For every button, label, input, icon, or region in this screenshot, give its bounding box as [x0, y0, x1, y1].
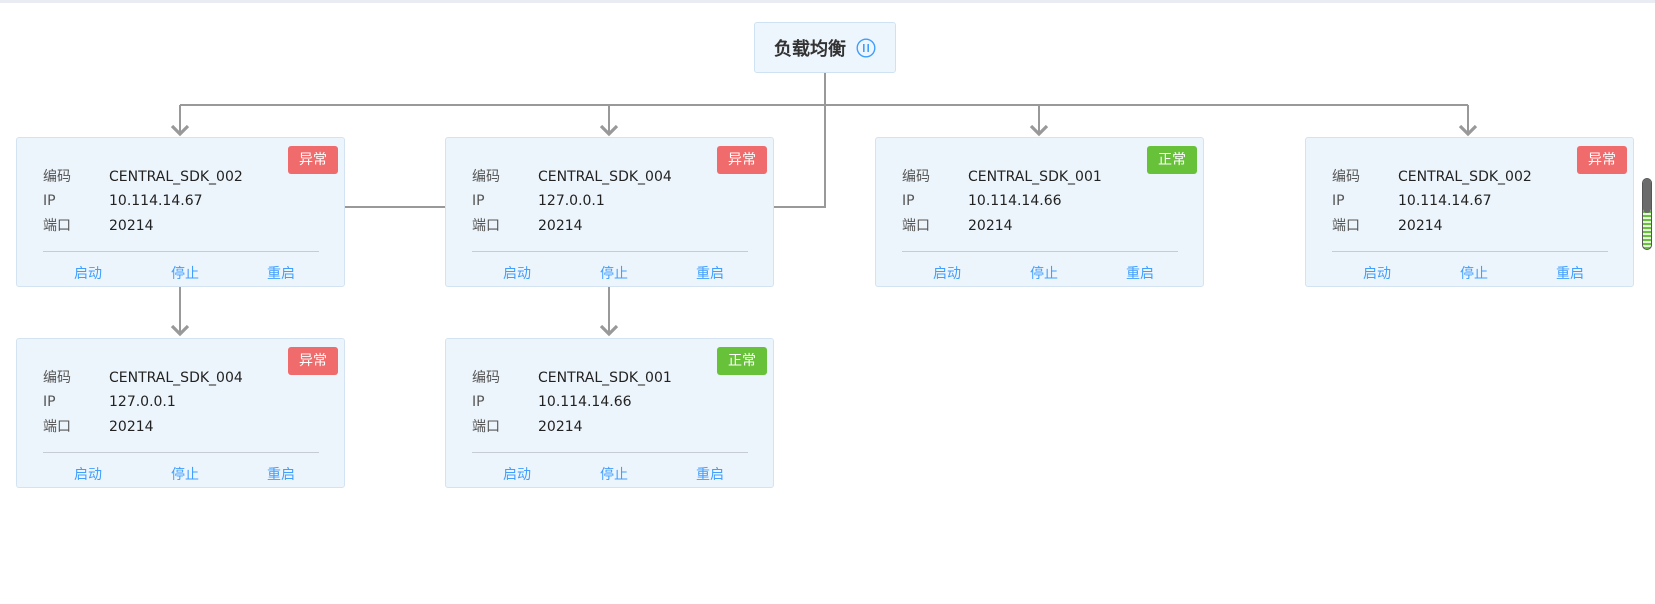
- divider: [43, 251, 319, 252]
- stop-button[interactable]: 停止: [171, 266, 199, 282]
- load-balancer-root-node: 负载均衡: [754, 22, 896, 73]
- status-badge: 异常: [288, 347, 338, 375]
- port-value: 20214: [109, 419, 154, 435]
- stop-button[interactable]: 停止: [171, 467, 199, 483]
- divider: [902, 251, 1178, 252]
- ip-label: IP: [1332, 193, 1345, 209]
- status-badge: 正常: [1147, 146, 1197, 174]
- server-node-card: 正常 编码 CENTRAL_SDK_001 IP 10.114.14.66 端口 20…: [875, 137, 1204, 287]
- restart-button[interactable]: 重启: [696, 467, 724, 483]
- port-value: 20214: [538, 419, 583, 435]
- code-value: CENTRAL_SDK_001: [968, 169, 1102, 185]
- start-button[interactable]: 启动: [1363, 266, 1391, 282]
- restart-button[interactable]: 重启: [1126, 266, 1154, 282]
- root-title: 负载均衡: [774, 38, 846, 60]
- server-node-card: 正常 编码 CENTRAL_SDK_001 IP 10.114.14.66 端口 20…: [445, 338, 774, 488]
- restart-button[interactable]: 重启: [1556, 266, 1584, 282]
- pause-icon[interactable]: [856, 37, 876, 58]
- code-value: CENTRAL_SDK_002: [1398, 169, 1532, 185]
- code-label: 编码: [472, 169, 500, 185]
- divider: [472, 251, 748, 252]
- port-value: 20214: [968, 218, 1013, 234]
- stop-button[interactable]: 停止: [600, 266, 628, 282]
- port-value: 20214: [109, 218, 154, 234]
- port-value: 20214: [538, 218, 583, 234]
- status-badge: 正常: [717, 347, 767, 375]
- code-value: CENTRAL_SDK_004: [109, 370, 243, 386]
- top-border: [0, 0, 1655, 3]
- scrollbar-thumb[interactable]: [1643, 179, 1651, 213]
- start-button[interactable]: 启动: [74, 266, 102, 282]
- divider: [472, 452, 748, 453]
- stop-button[interactable]: 停止: [1030, 266, 1058, 282]
- ip-value: 10.114.14.67: [1398, 193, 1492, 209]
- restart-button[interactable]: 重启: [696, 266, 724, 282]
- ip-label: IP: [43, 394, 56, 410]
- restart-button[interactable]: 重启: [267, 266, 295, 282]
- code-value: CENTRAL_SDK_001: [538, 370, 672, 386]
- divider: [43, 452, 319, 453]
- code-label: 编码: [43, 370, 71, 386]
- server-node-card: 异常 编码 CENTRAL_SDK_004 IP 127.0.0.1 端口 20214…: [16, 338, 345, 488]
- restart-button[interactable]: 重启: [267, 467, 295, 483]
- stop-button[interactable]: 停止: [1460, 266, 1488, 282]
- code-label: 编码: [472, 370, 500, 386]
- code-label: 编码: [43, 169, 71, 185]
- port-label: 端口: [902, 218, 930, 234]
- port-label: 端口: [43, 218, 71, 234]
- status-badge: 异常: [288, 146, 338, 174]
- code-label: 编码: [902, 169, 930, 185]
- server-node-card: 异常 编码 CENTRAL_SDK_002 IP 10.114.14.67 端口 20…: [1305, 137, 1634, 287]
- port-label: 端口: [472, 218, 500, 234]
- port-label: 端口: [43, 419, 71, 435]
- divider: [1332, 251, 1608, 252]
- port-label: 端口: [1332, 218, 1360, 234]
- ip-value: 127.0.0.1: [109, 394, 176, 410]
- vertical-scrollbar[interactable]: [1642, 178, 1652, 250]
- ip-label: IP: [43, 193, 56, 209]
- start-button[interactable]: 启动: [933, 266, 961, 282]
- port-label: 端口: [472, 419, 500, 435]
- server-node-card: 异常 编码 CENTRAL_SDK_004 IP 127.0.0.1 端口 20214…: [445, 137, 774, 287]
- ip-value: 127.0.0.1: [538, 193, 605, 209]
- ip-value: 10.114.14.66: [968, 193, 1062, 209]
- status-badge: 异常: [1577, 146, 1627, 174]
- ip-value: 10.114.14.66: [538, 394, 632, 410]
- status-badge: 异常: [717, 146, 767, 174]
- stop-button[interactable]: 停止: [600, 467, 628, 483]
- start-button[interactable]: 启动: [503, 467, 531, 483]
- start-button[interactable]: 启动: [74, 467, 102, 483]
- code-label: 编码: [1332, 169, 1360, 185]
- ip-label: IP: [902, 193, 915, 209]
- ip-label: IP: [472, 394, 485, 410]
- code-value: CENTRAL_SDK_004: [538, 169, 672, 185]
- code-value: CENTRAL_SDK_002: [109, 169, 243, 185]
- port-value: 20214: [1398, 218, 1443, 234]
- server-node-card: 异常 编码 CENTRAL_SDK_002 IP 10.114.14.67 端口 20…: [16, 137, 345, 287]
- ip-label: IP: [472, 193, 485, 209]
- ip-value: 10.114.14.67: [109, 193, 203, 209]
- start-button[interactable]: 启动: [503, 266, 531, 282]
